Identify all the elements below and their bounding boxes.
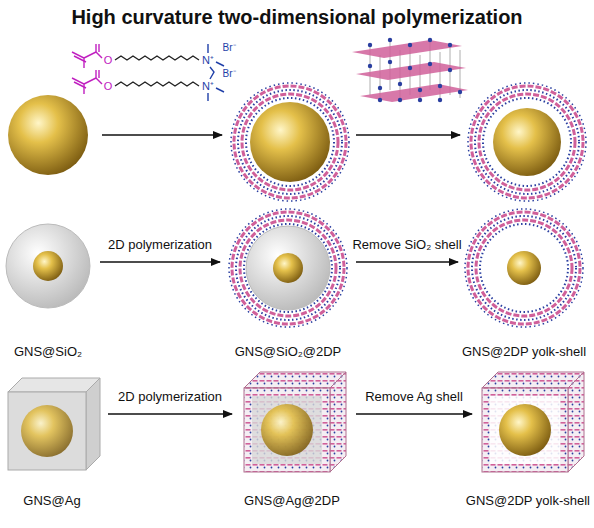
sample-label: GNS@SiO₂@2DP <box>235 345 342 359</box>
sample-label: GNS@2DP yolk-shell <box>462 345 586 359</box>
polymer-network <box>352 38 468 102</box>
diagram-title: High curvature two-dimensional polymeriz… <box>71 6 522 28</box>
surfactant-molecule <box>72 44 224 101</box>
row-3-cubes <box>8 372 584 472</box>
row-2-particles <box>6 209 583 327</box>
sample-label: GNS@2DP yolk-shell <box>466 494 590 508</box>
atom-label: O <box>104 54 113 66</box>
atom-label: O <box>104 80 113 92</box>
row-1-particles <box>8 83 586 201</box>
sample-label: GNS@Ag <box>23 494 80 508</box>
step-label: 2D polymerization <box>108 238 212 252</box>
atom-label: N⁺ <box>202 80 214 92</box>
sample-label: GNS@Ag@2DP <box>244 494 340 508</box>
step-label: Remove SiO₂ shell <box>352 238 461 252</box>
sample-label: GNS@SiO₂ <box>14 345 82 359</box>
step-label: Remove Ag shell <box>365 390 463 404</box>
atom-label: N⁺ <box>202 54 214 66</box>
ion-label: Br⁻ <box>223 42 236 53</box>
ion-label: Br⁻ <box>223 68 236 79</box>
step-label: 2D polymerization <box>118 390 222 404</box>
process-arrows <box>100 135 472 414</box>
